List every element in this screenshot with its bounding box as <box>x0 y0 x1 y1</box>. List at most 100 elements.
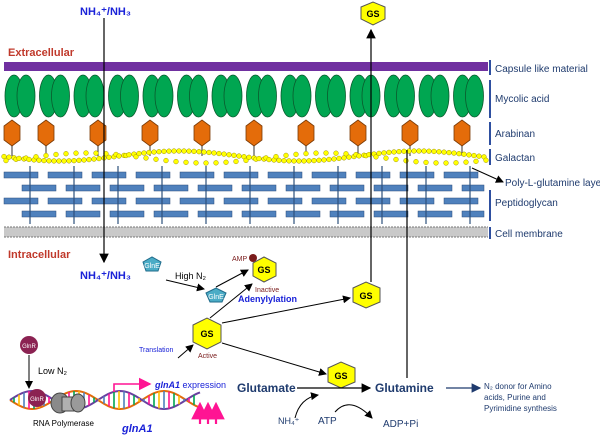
galactan-bead <box>291 158 297 164</box>
galactan-bead <box>56 158 62 164</box>
mycolic-acid-lobe <box>16 74 36 118</box>
mycolic-acid-lobe <box>465 74 484 118</box>
amp-bead <box>249 254 257 262</box>
gs-inactive-hexagon <box>252 256 277 283</box>
mycolic-acid-lobe <box>85 74 105 118</box>
active-to-reaction-arrow <box>221 342 327 376</box>
peptidoglycan-strand <box>311 197 347 205</box>
glne-pentagon-top <box>142 256 162 272</box>
peptidoglycan-strand <box>47 197 83 205</box>
galactan-bead <box>343 151 349 157</box>
n2-donor-line1: N₂ donor for Amino <box>484 382 552 391</box>
layer-label-arabinan: Arabinan <box>495 129 535 140</box>
transcription-start-arrow <box>113 377 152 392</box>
peptidoglycan-strand <box>3 197 39 205</box>
galactan-bead <box>443 160 449 166</box>
galactan-bead <box>116 153 122 159</box>
mycolic-acid-lobe <box>189 74 208 118</box>
peptidoglycan-strand <box>373 210 409 218</box>
galactan-bead <box>156 149 162 155</box>
peptidoglycan-strand <box>267 171 303 179</box>
galactan-layer <box>1 148 489 166</box>
galactan-bead <box>211 150 217 156</box>
capsule-layer <box>4 62 488 71</box>
active-to-inactive-arrow <box>209 283 253 319</box>
low-n2-label: Low N₂ <box>38 366 68 376</box>
galactan-bead <box>356 153 362 159</box>
atp-label: ATP <box>318 416 337 427</box>
galactan-bead <box>166 148 172 154</box>
glne-label-top: GlnE <box>144 263 160 270</box>
gs-reaction-hexagon <box>327 361 356 389</box>
peptidoglycan-strand <box>197 184 233 192</box>
galactan-bead <box>51 158 57 164</box>
gs-active-label: GS <box>200 329 213 339</box>
peptidoglycan-strand <box>461 184 485 192</box>
arabinan-hexagon <box>3 119 21 147</box>
peptidoglycan-strand <box>443 197 479 205</box>
arabinan-hexagon <box>453 119 471 147</box>
peptidoglycan-strand <box>223 197 259 205</box>
galactan-bead <box>346 154 352 160</box>
peptidoglycan-strand <box>399 171 435 179</box>
galactan-bead <box>471 152 477 159</box>
glnr-label-bound: GlnR <box>30 397 44 403</box>
galactan-bead <box>383 155 389 161</box>
galactan-bead <box>391 149 397 155</box>
peptidoglycan-strand <box>153 210 189 218</box>
n2-donor-line3: Pyrimidine synthesis <box>484 404 557 413</box>
translation-label: Translation <box>139 347 173 354</box>
galactan-bead <box>201 149 207 155</box>
peptidoglycan-strand <box>241 184 277 192</box>
galactan-bead <box>303 151 309 157</box>
peptidoglycan-layer <box>3 166 485 224</box>
glna1-expression-label: glnA1 expression <box>154 380 226 390</box>
peptidoglycan-strand <box>91 197 127 205</box>
mycolic-acid-lobe <box>292 74 312 118</box>
peptidoglycan-strand <box>285 184 321 192</box>
galactan-bead <box>311 157 317 164</box>
galactan-bead <box>341 155 347 161</box>
galactan-bead <box>53 151 59 158</box>
glutamate-label: Glutamate <box>237 381 296 395</box>
galactan-bead <box>281 158 287 164</box>
mycolic-acid-lobe <box>120 74 139 118</box>
n2-donor-line2: acids, Purine and <box>484 393 546 402</box>
arabinan-hexagon <box>349 119 367 147</box>
glnr-label-top: GlnR <box>22 344 36 350</box>
galactan-bead <box>206 149 212 156</box>
mycolic-acid-lobe <box>327 74 346 118</box>
galactan-bead <box>416 148 422 154</box>
galactan-bead <box>181 148 187 154</box>
arabinan-hexagon <box>193 119 211 147</box>
arabinan-hexagon <box>245 119 263 147</box>
galactan-bead <box>186 148 192 154</box>
layer-label-membrane: Cell membrane <box>495 229 563 240</box>
layer-label-capsule: Capsule like material <box>495 64 588 75</box>
galactan-bead <box>41 157 47 164</box>
peptidoglycan-strand <box>179 197 215 205</box>
gs-inactive-label: GS <box>257 265 270 275</box>
galactan-bead <box>6 154 12 160</box>
peptidoglycan-strand <box>135 171 171 179</box>
peptidoglycan-strand <box>267 197 303 205</box>
upregulation-arrows <box>191 401 225 424</box>
glnr-circle-top <box>20 336 38 354</box>
galactan-bead <box>403 158 409 164</box>
intracellular-label: Intracellular <box>8 249 71 261</box>
mycolic-acid-layer <box>4 74 484 118</box>
galactan-bead <box>266 156 272 163</box>
rna-polymerase-icon <box>50 392 86 414</box>
galactan-bead <box>326 156 332 163</box>
mycolic-acid-lobe <box>430 74 450 118</box>
galactan-bead <box>183 159 189 165</box>
galactan-bead <box>473 158 479 164</box>
galactan-bead <box>301 158 307 164</box>
galactan-bead <box>96 155 102 162</box>
high-n2-arrow <box>165 279 205 292</box>
galactan-bead <box>426 148 432 154</box>
adp-pi-label: ADP+Pi <box>383 419 418 430</box>
mycolic-acid-lobe <box>258 74 277 118</box>
galactan-bead <box>243 157 249 164</box>
gs-secreted-hexagon <box>360 1 386 26</box>
